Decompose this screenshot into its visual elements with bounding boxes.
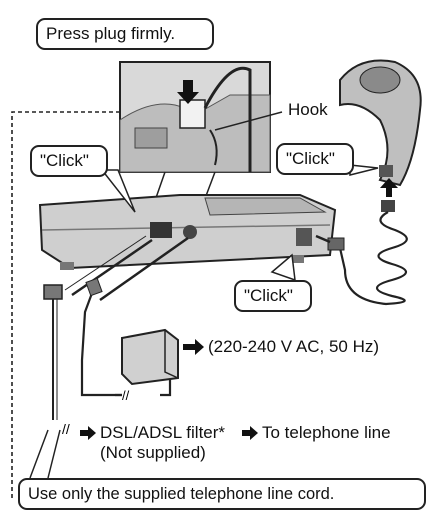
right-arrow-icon bbox=[80, 426, 96, 440]
to-line-label: To telephone line bbox=[262, 423, 391, 443]
click-base-callout: "Click" bbox=[30, 145, 108, 177]
right-arrow-icon bbox=[183, 339, 204, 355]
power-adaptor: // bbox=[82, 278, 178, 403]
not-supplied-label: (Not supplied) bbox=[100, 443, 206, 463]
power-spec-label: (220-240 V AC, 50 Hz) bbox=[208, 337, 379, 357]
warning-callout: Use only the supplied telephone line cor… bbox=[18, 478, 426, 510]
cord-break-mark: // bbox=[62, 421, 70, 437]
svg-text://: // bbox=[122, 388, 130, 403]
click-handset-callout: "Click" bbox=[276, 143, 354, 175]
right-arrow-icon bbox=[242, 426, 258, 440]
hook-label: Hook bbox=[288, 100, 328, 120]
coiled-cord bbox=[340, 212, 407, 304]
press-plug-callout: Press plug firmly. bbox=[36, 18, 214, 50]
filter-label: DSL/ADSL filter* bbox=[100, 423, 225, 443]
handset bbox=[340, 60, 421, 212]
click-bottom-callout: "Click" bbox=[234, 280, 312, 312]
plug-inset bbox=[120, 62, 270, 172]
